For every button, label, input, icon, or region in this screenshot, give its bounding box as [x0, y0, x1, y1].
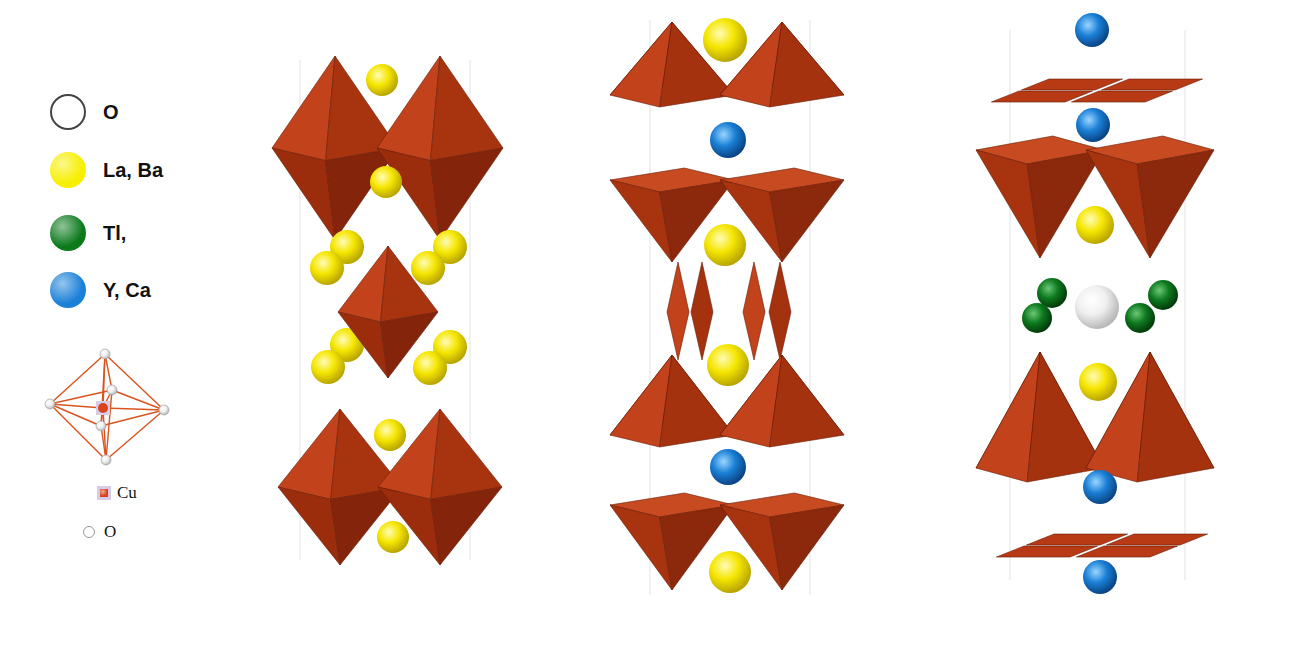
structure-layer — [272, 13, 1214, 595]
o-atom — [100, 349, 110, 359]
octahedron-face — [278, 409, 340, 499]
o-atom — [159, 405, 169, 415]
cuo-chain — [743, 262, 765, 360]
octahedron-face — [431, 148, 503, 240]
atom-sphere — [709, 551, 751, 593]
legend-swatch — [83, 526, 95, 538]
pyramid-face — [1137, 352, 1214, 482]
bond-line — [105, 354, 164, 410]
cuo-chain — [667, 262, 689, 360]
atom-sphere — [704, 224, 746, 266]
atom-sphere — [1083, 470, 1117, 504]
pyramid-face — [770, 505, 844, 590]
cuo2-plane — [1076, 546, 1177, 557]
atom-sphere — [710, 449, 746, 485]
atom-sphere — [1079, 363, 1117, 401]
octahedron-face — [431, 56, 503, 161]
bond-line — [105, 354, 112, 390]
legend-swatch — [97, 486, 111, 500]
cu-marker — [96, 401, 110, 415]
atom-sphere — [374, 419, 406, 451]
atom-sphere — [311, 350, 345, 384]
pyramid-face — [770, 22, 844, 107]
atom-sphere — [1075, 285, 1119, 329]
o-atom — [45, 399, 55, 409]
bond-line — [50, 354, 105, 404]
legend-swatch — [50, 215, 86, 251]
unit-cell-line — [1010, 30, 1011, 580]
octahedron-face — [338, 246, 388, 322]
octahedron-face — [431, 487, 502, 565]
octahedron-face — [272, 56, 335, 161]
o-atom — [101, 455, 111, 465]
bond-line — [103, 354, 105, 408]
legend-swatch — [50, 152, 86, 188]
atom-sphere — [411, 251, 445, 285]
atom-sphere — [310, 251, 344, 285]
octahedron-inset — [45, 349, 169, 465]
bond-line — [103, 408, 106, 460]
bond-line — [112, 390, 164, 410]
octahedron-face — [378, 487, 440, 565]
bond-line — [101, 410, 164, 426]
atom-sphere — [1076, 206, 1114, 244]
atom-sphere — [1125, 303, 1155, 333]
octahedron-face — [278, 487, 340, 565]
atom-sphere — [1022, 303, 1052, 333]
atom-sphere — [377, 521, 409, 553]
bond-line — [103, 408, 164, 410]
o-atom — [107, 385, 117, 395]
pyramid-face — [770, 180, 844, 262]
cuo2-plane — [1071, 91, 1172, 102]
cuo-chain — [769, 262, 791, 360]
legend-label: O — [103, 101, 119, 123]
legend-label: Tl, — [103, 222, 126, 244]
pyramid-face — [1137, 150, 1214, 258]
cu-atom — [98, 403, 108, 413]
o-atom — [96, 421, 106, 431]
legend-label: La, Ba — [103, 159, 163, 181]
legend-swatch — [50, 94, 86, 130]
atom-sphere — [370, 166, 402, 198]
atom-sphere — [1083, 560, 1117, 594]
atom-sphere — [1037, 278, 1067, 308]
atom-sphere — [710, 122, 746, 158]
bond-line — [50, 404, 103, 408]
pyramid-face — [770, 355, 844, 447]
atom-sphere — [1075, 13, 1109, 47]
atom-sphere — [707, 344, 749, 386]
legend-label: O — [104, 523, 116, 542]
octahedron-face — [431, 409, 502, 499]
octahedron-face — [378, 409, 440, 499]
atom-sphere — [366, 64, 398, 96]
legend-label: Y, Ca — [103, 279, 151, 301]
atom-sphere — [413, 351, 447, 385]
cuo2-plane — [1106, 534, 1207, 545]
legend-swatch — [50, 272, 86, 308]
atom-sphere — [703, 18, 747, 62]
unit-cell-line — [1185, 30, 1186, 580]
cuo2-plane — [1101, 79, 1202, 90]
octahedron-face — [377, 56, 440, 161]
cuo-chain — [691, 262, 713, 360]
legend-label: Cu — [117, 484, 137, 503]
atom-sphere — [1148, 280, 1178, 310]
atom-sphere — [1076, 108, 1110, 142]
